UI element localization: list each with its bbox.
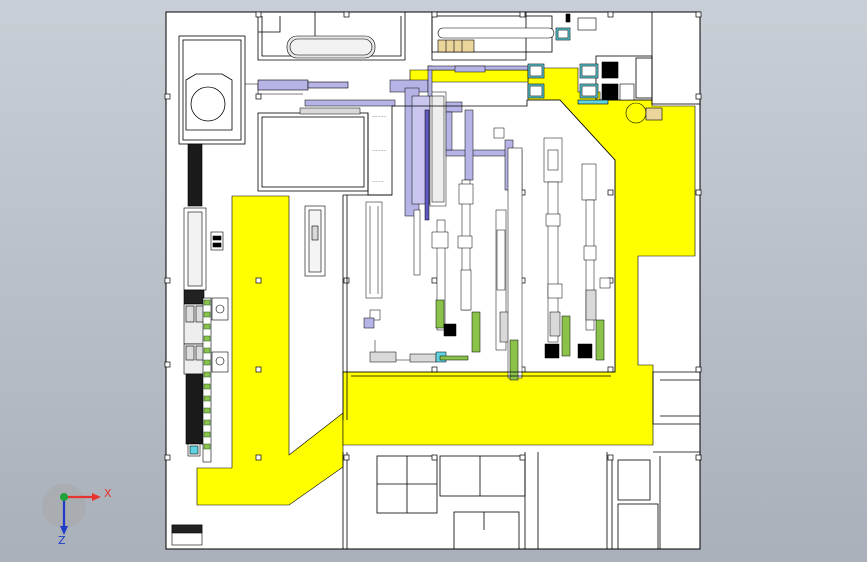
z-axis-label: Z [58,534,66,547]
room-note-1: ~~~~~ [372,115,387,119]
process-columns [363,127,611,381]
left-process-line [183,143,229,463]
room-note-3: ~~~~ [372,180,384,184]
room-note-2: ~~~~~ [372,149,387,153]
purple-pipework [299,65,529,221]
top-right-equipment [437,13,663,124]
center-room [257,112,392,420]
left-line-connector [245,79,349,95]
yellow-walkway-area [196,67,696,506]
rack-unit [304,205,326,277]
axis-triad: X Z Y [42,484,112,547]
column-markers [164,11,702,461]
bottom-left-cabinet [171,524,203,546]
process-hall-outline [343,99,616,377]
wall-outlines [178,11,701,550]
storage-tank [286,35,376,59]
x-axis-label: X [104,487,112,500]
